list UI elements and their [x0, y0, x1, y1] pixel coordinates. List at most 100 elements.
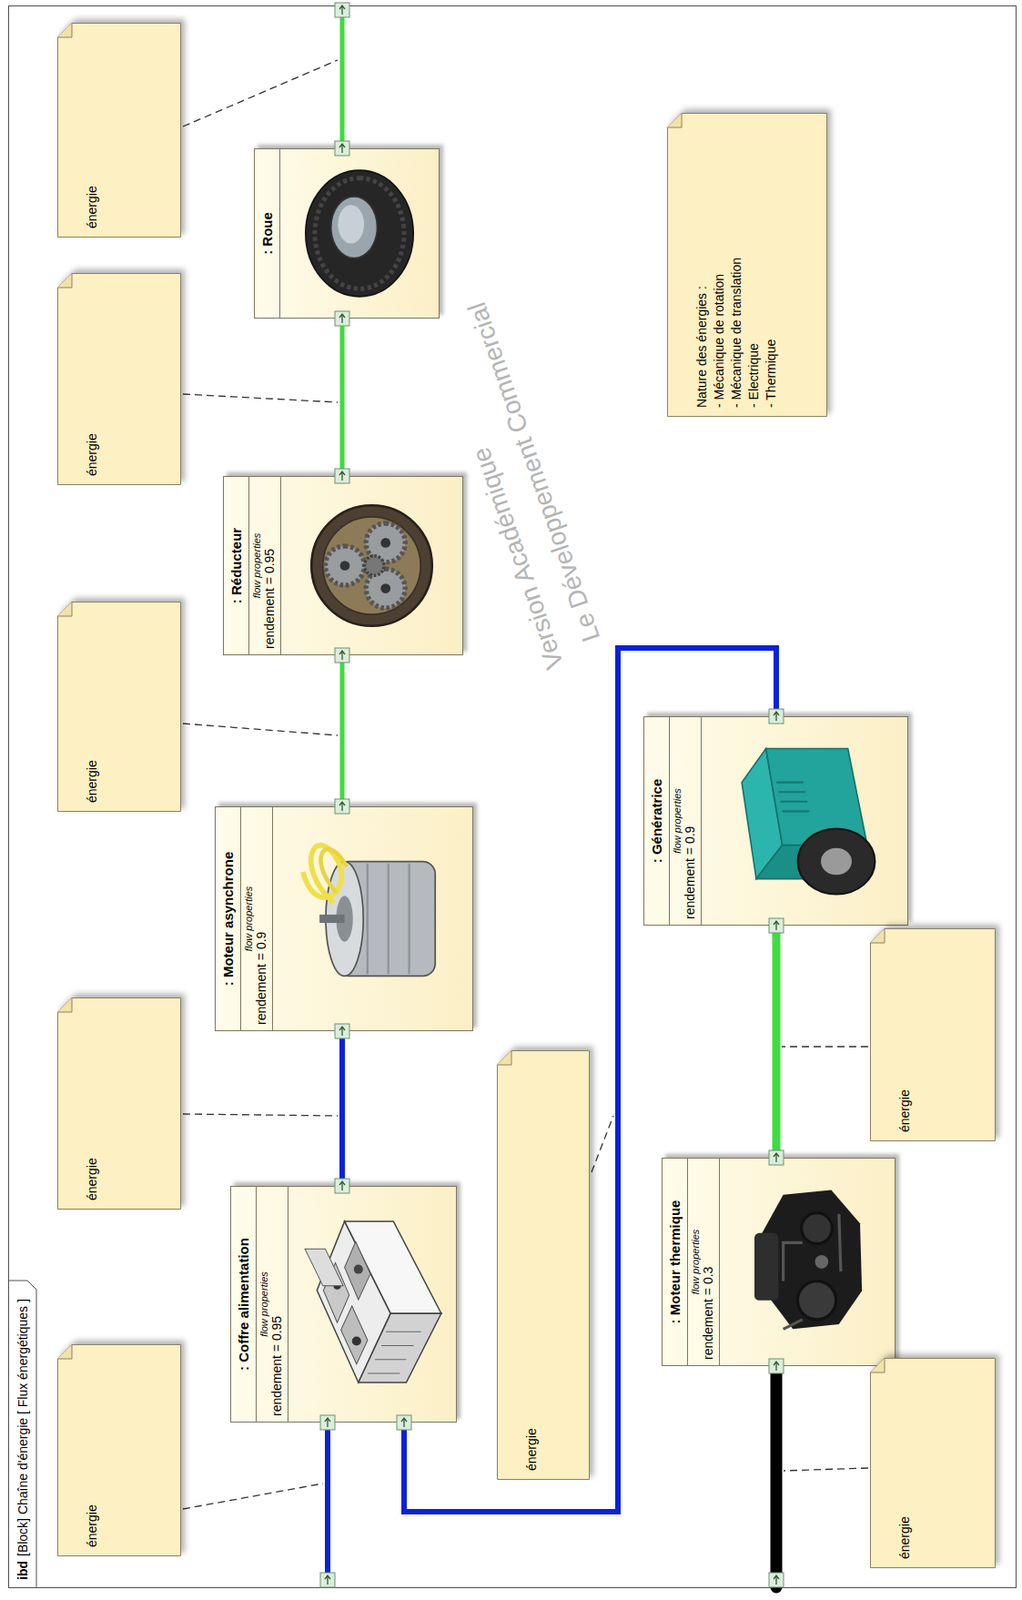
illustration-part [387, 863, 390, 974]
port-square [334, 468, 350, 484]
illustration-part [783, 1242, 803, 1281]
block-header: : Réducteurflow propertiesrendement = 0.… [223, 476, 282, 655]
block-name: : Génératrice [644, 717, 669, 925]
note-shape [58, 23, 182, 238]
gearbox-picture [286, 484, 457, 648]
illustration-part [304, 1248, 344, 1286]
note-fold [667, 113, 683, 129]
block-header: : Coffre alimentationflow propertiesrend… [231, 1186, 289, 1422]
illustration-part [341, 1305, 368, 1365]
flow-connector [340, 318, 345, 476]
illustration-part [358, 1313, 442, 1383]
illustration-part [776, 781, 804, 784]
illustration-part [374, 1358, 406, 1360]
port-arrow [339, 1181, 345, 1191]
block-header: : Génératriceflow propertiesrendement = … [644, 717, 702, 925]
flow-connector [339, 1031, 345, 1186]
illustration-part [352, 1335, 362, 1346]
illustration-part [407, 863, 410, 974]
note-text: énergie [896, 928, 914, 1142]
note-text: - Mécanique de translation [728, 112, 746, 417]
property-value: rendement = 0.95 [269, 1192, 284, 1417]
port-square [334, 1178, 350, 1194]
leader-line [783, 1467, 869, 1471]
compartment-title: flow properties [258, 1192, 270, 1417]
compartment-title: flow properties [671, 722, 683, 920]
note-text: énergie [83, 997, 102, 1210]
flow-port [769, 1150, 784, 1165]
port-arrow [773, 1153, 780, 1163]
flow-port [334, 141, 350, 156]
note-text: énergie [83, 601, 102, 812]
illustration-part [367, 1372, 400, 1374]
illustration-part [780, 800, 809, 803]
illustration-part [314, 178, 405, 290]
block-header: : Roue [254, 149, 281, 318]
flow-port [334, 311, 350, 326]
flow-port [769, 918, 784, 933]
note-box: énergie [57, 273, 182, 486]
note-shape [870, 1358, 996, 1569]
block-name: : Roue [254, 149, 280, 318]
illustration-part [331, 196, 378, 259]
illustration-part [364, 556, 384, 576]
note-text: énergie [896, 1357, 914, 1569]
block-box: : Coffre alimentationflow propertiesrend… [230, 1185, 457, 1423]
leader-line [182, 1483, 324, 1509]
block-header: : Moteur thermiqueflow propertiesrendeme… [662, 1158, 720, 1366]
port-square [769, 1358, 784, 1374]
port-arrow [339, 143, 345, 153]
note-fold [497, 1051, 513, 1066]
leader-line [591, 1115, 614, 1173]
note-text: énergie [523, 1050, 541, 1480]
port-arrow [324, 1417, 331, 1427]
illustration-part [380, 537, 391, 548]
port-arrow [339, 1026, 345, 1036]
note-text: Nature des énergies : [693, 112, 711, 417]
leader-line [182, 394, 338, 403]
note-outline [57, 1344, 182, 1557]
compartment-title: flow properties [251, 482, 263, 649]
property-compartment: flow propertiesrendement = 0.3 [687, 1158, 719, 1366]
flow-port [320, 1572, 335, 1588]
note-text: - Mécanique de rotation [710, 112, 729, 417]
property-value: rendement = 0.95 [262, 482, 277, 649]
illustration-part [385, 1331, 421, 1333]
port-arrow [324, 1575, 331, 1585]
port-arrow [773, 1575, 780, 1585]
port-square [334, 799, 350, 814]
note-fold [58, 602, 73, 618]
illustration-part [319, 914, 345, 923]
note-fold [58, 23, 73, 39]
flow-connector [340, 6, 345, 149]
block-box: : Moteur thermiqueflow propertiesrendeme… [661, 1157, 896, 1367]
frame-title: [Block] Chaîne d'énergie [ Flux énergéti… [15, 1298, 31, 1557]
tab-border [9, 1280, 37, 1588]
port-arrow [773, 920, 780, 931]
note-box: Nature des énergies :- Mécanique de rota… [667, 112, 828, 417]
note-shape [58, 602, 182, 812]
property-compartment: flow propertiesrendement = 0.95 [248, 476, 281, 655]
illustration-part [380, 583, 391, 594]
flow-port [334, 799, 350, 814]
flow-connector [324, 1422, 331, 1588]
note-text: énergie [83, 273, 102, 486]
note-fold [58, 998, 73, 1013]
port-arrow [401, 1417, 407, 1427]
illustration-part [797, 1281, 836, 1320]
port-arrow [339, 5, 345, 15]
port-arrow [339, 650, 345, 660]
port-square [334, 1023, 350, 1039]
port-square [396, 1415, 412, 1430]
illustration-part [778, 790, 806, 793]
illustration-part [801, 1213, 833, 1245]
flow-port [334, 2, 350, 18]
leader-line [182, 60, 338, 127]
cabinet-picture [293, 1194, 451, 1415]
port-square [334, 647, 350, 663]
wheel-picture [285, 156, 434, 311]
port-arrow [773, 1361, 780, 1371]
port-square [320, 1572, 335, 1588]
flow-connector [770, 1366, 783, 1588]
